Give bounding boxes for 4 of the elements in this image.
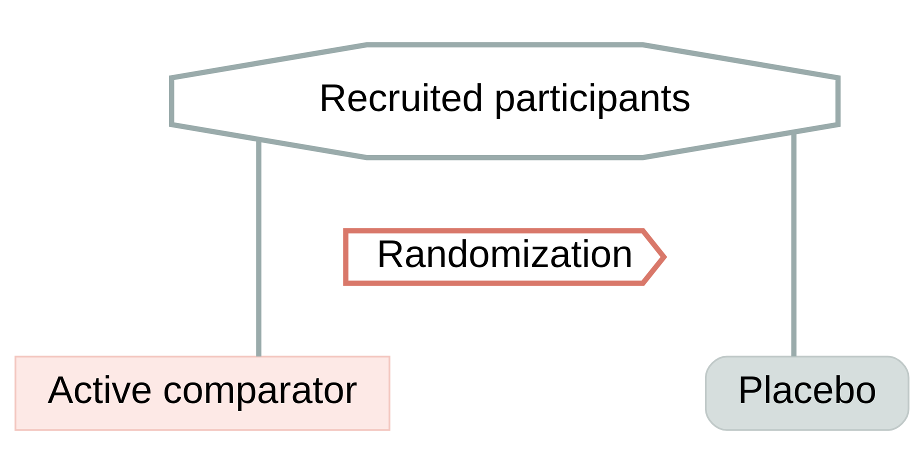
node-box: Active comparator [14,356,390,431]
connector [791,132,796,356]
node-box: Placebo [704,356,910,431]
connector [256,139,262,356]
